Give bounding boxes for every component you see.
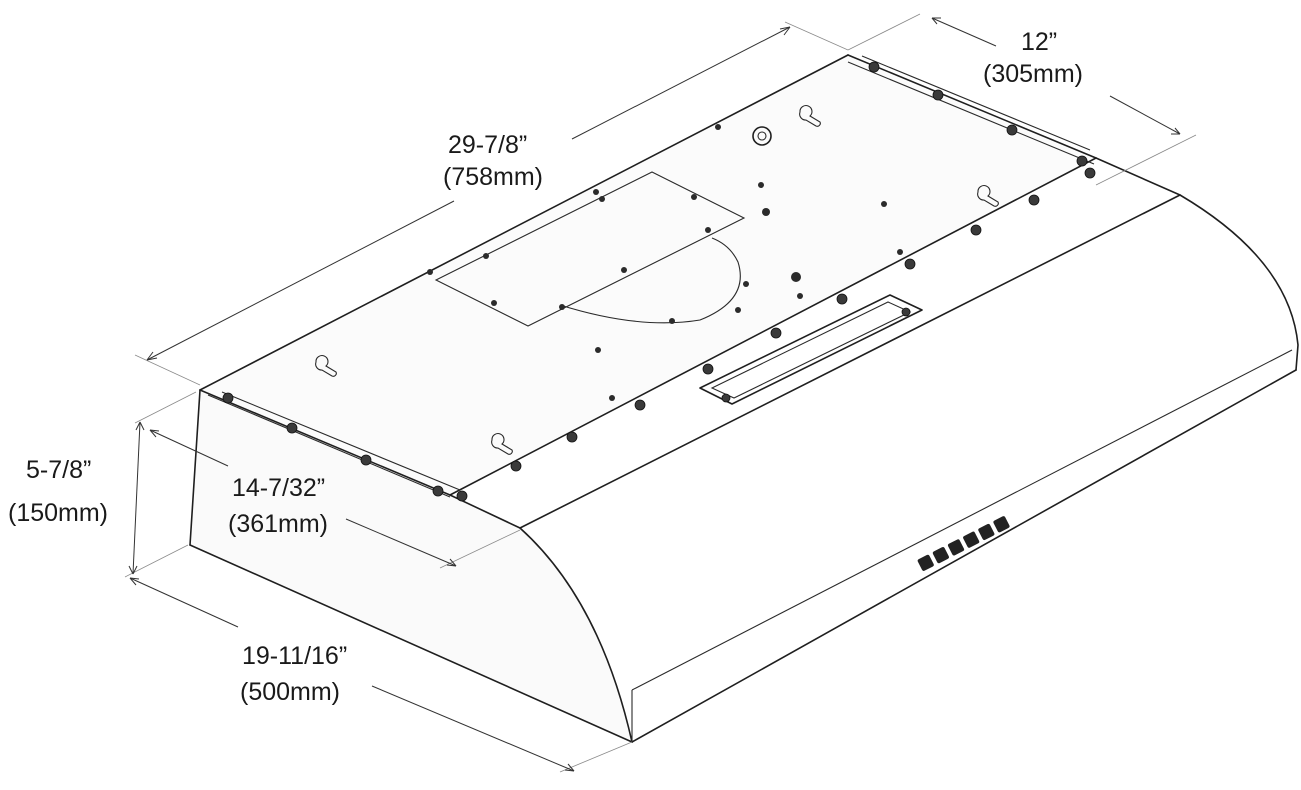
width-metric-label: (758mm): [443, 163, 543, 191]
total-depth-dimension-line: [129, 577, 575, 772]
top-back-edge: [199, 54, 849, 391]
side-depth-dimension-line: [149, 429, 457, 567]
control-button: [978, 523, 995, 541]
side-curve: [449, 494, 633, 743]
left-flange: [207, 391, 461, 498]
right-curve: [1095, 157, 1299, 371]
top-depth-dimension-line: [931, 17, 1181, 135]
bottom-lip-edge: [631, 349, 1293, 691]
hood-body: [189, 54, 1299, 743]
front-screws: [456, 167, 1096, 502]
control-button: [917, 554, 934, 571]
top-right-edge: [847, 54, 1097, 159]
plate-screw: [901, 307, 911, 317]
left-back-vertical: [189, 389, 201, 546]
control-button: [947, 539, 965, 556]
height-metric-label: (150mm): [8, 499, 108, 527]
keyhole-slot: [315, 355, 337, 377]
right-flange: [847, 55, 1095, 165]
control-panel: [917, 516, 1010, 571]
top-depth-metric-label: (305mm): [983, 60, 1083, 88]
dimension-lines: [124, 13, 1197, 773]
left-top-edge: [199, 389, 451, 496]
mounting-holes: [427, 124, 903, 401]
duct-cover-plate: [434, 171, 746, 327]
keyhole-slot: [491, 433, 513, 455]
front-upper-edge: [519, 194, 1181, 529]
right-flange-screws: [868, 61, 1088, 167]
side-depth-imperial-label: 14-7/32”: [232, 474, 325, 502]
bottom-front-edge: [631, 369, 1297, 743]
round-knockout: [752, 126, 772, 146]
round-knockout-inner: [757, 131, 767, 141]
dimension-labels: 29-7/8” (758mm) 12” (305mm) 5-7/8” (150m…: [8, 28, 1083, 706]
top-depth-imperial-label: 12”: [1021, 28, 1057, 56]
side-depth-metric-label: (361mm): [228, 510, 328, 538]
bottom-left-edge: [189, 544, 633, 743]
height-imperial-label: 5-7/8”: [26, 456, 91, 484]
plate-screw: [721, 393, 731, 403]
total-depth-metric-label: (500mm): [240, 678, 340, 706]
height-dimension-line: [132, 421, 141, 575]
duct-arc: [559, 237, 741, 324]
control-button: [993, 516, 1010, 533]
top-panel-details: [222, 61, 1096, 502]
width-imperial-label: 29-7/8”: [448, 131, 527, 159]
width-dimension-line: [146, 26, 791, 361]
control-button: [963, 531, 980, 548]
junction-plate: [699, 294, 923, 405]
left-flange-screws: [222, 392, 444, 497]
control-button: [932, 547, 949, 564]
total-depth-imperial-label: 19-11/16”: [242, 642, 347, 670]
keyhole-slot: [977, 185, 999, 207]
top-front-edge: [449, 157, 1097, 496]
keyhole-slot: [799, 105, 821, 127]
